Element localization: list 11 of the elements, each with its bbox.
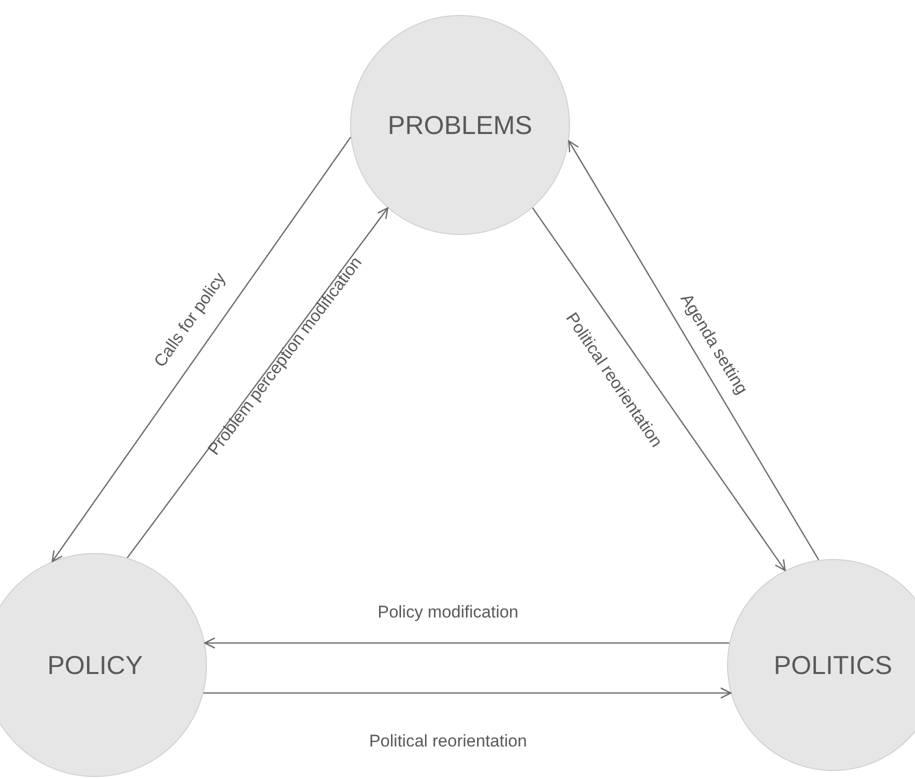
node-label: POLITICS <box>774 648 892 682</box>
edge-label: Political reorientation <box>369 730 527 752</box>
arrow <box>52 136 352 562</box>
arrow <box>568 140 820 560</box>
node-label: POLICY <box>47 648 143 682</box>
arrow <box>532 207 786 572</box>
arrow <box>126 207 388 558</box>
arrow <box>203 687 732 699</box>
node-label: PROBLEMS <box>388 108 532 142</box>
arrow <box>204 637 730 649</box>
edge-label: Policy modification <box>378 601 518 624</box>
